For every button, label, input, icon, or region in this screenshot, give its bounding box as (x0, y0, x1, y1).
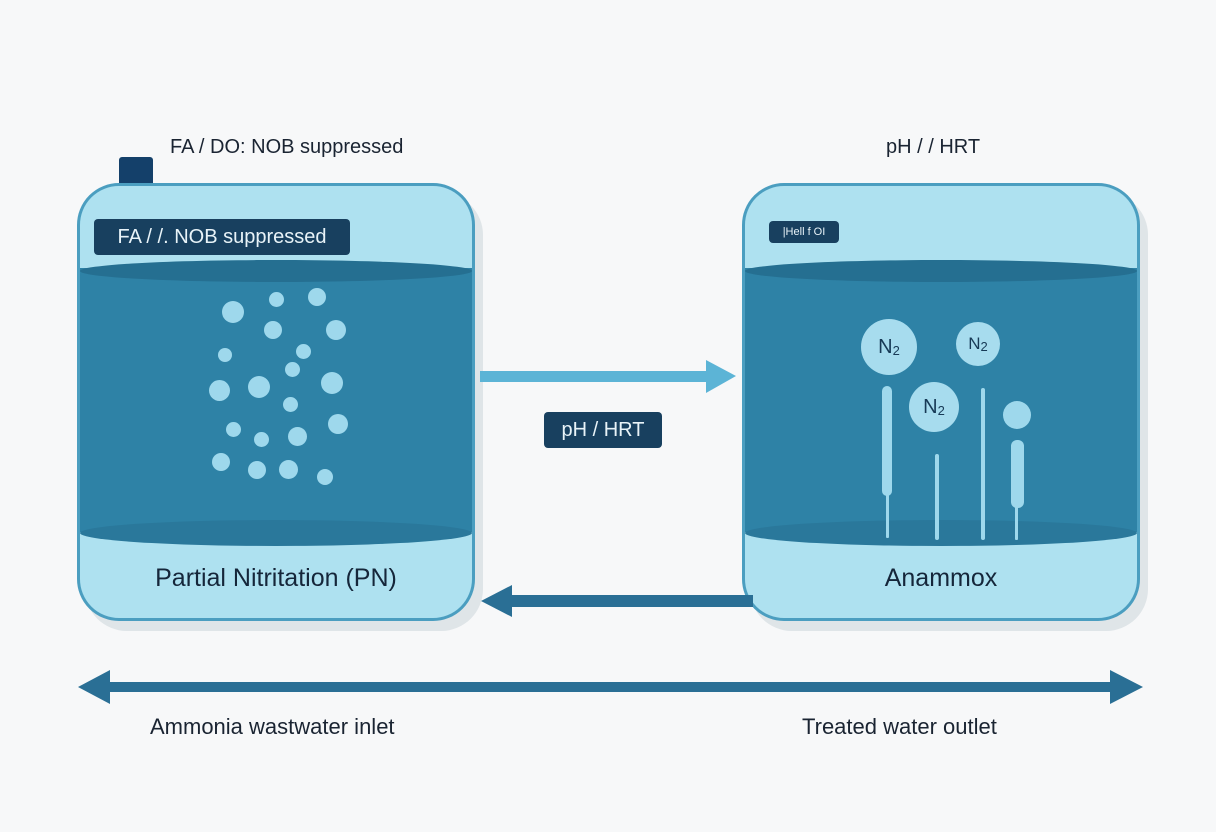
arrow-left-icon (481, 585, 753, 617)
aeration-bubble (248, 376, 270, 398)
anammox-badge: |Hell f OI (769, 221, 839, 243)
gas-stream (1015, 504, 1018, 540)
liquid-surface (80, 260, 472, 282)
aeration-bubble (218, 348, 232, 362)
gas-stream (886, 486, 889, 538)
aeration-bubble (296, 344, 311, 359)
aeration-bubble (283, 397, 298, 412)
aeration-bubble (254, 432, 269, 447)
aeration-bubble (269, 292, 284, 307)
ph-hrt-badge: pH / HRT (544, 412, 662, 448)
nob-suppressed-badge: FA / /. NOB suppressed (94, 219, 350, 255)
gas-stream (981, 388, 985, 540)
aeration-bubble (226, 422, 241, 437)
aeration-bubble (326, 320, 346, 340)
aeration-bubble (212, 453, 230, 471)
n2-subscript: 2 (980, 339, 988, 354)
aeration-bubble (248, 461, 266, 479)
liquid-surface (745, 260, 1137, 282)
n2-subscript: 2 (937, 403, 945, 418)
n2-gas-bubble: N2 (909, 382, 959, 432)
tank-liquid (80, 268, 472, 532)
aeration-bubble (209, 380, 230, 401)
arrow-right-icon (480, 360, 736, 393)
aeration-bubble (321, 372, 343, 394)
aeration-bubble (308, 288, 326, 306)
aeration-bubble (279, 460, 298, 479)
gas-stream (935, 454, 939, 540)
anammox-tank: |Hell f OI N2 N2 N2 Anammox (742, 183, 1140, 621)
aeration-bubble (222, 301, 244, 323)
aeration-bubble (317, 469, 333, 485)
anammox-label: Anammox (884, 564, 998, 592)
liquid-bottom (745, 520, 1137, 546)
n2-gas-bubble: N2 (956, 322, 1000, 366)
aeration-bubble (285, 362, 300, 377)
n2-symbol: N (878, 336, 893, 358)
liquid-bottom (80, 520, 472, 546)
double-arrow-icon (78, 670, 1143, 704)
partial-nitritation-tank: FA / /. NOB suppressed Partial Nitritati… (77, 183, 475, 621)
right-tank-top-label: pH / / HRT (886, 136, 980, 159)
partial-nitritation-label: Partial Nitritation (PN) (155, 564, 397, 592)
n2-subscript: 2 (892, 343, 900, 358)
left-tank-top-label: FA / DO: NOB suppressed (170, 136, 404, 158)
outlet-label: Treated water outlet (802, 714, 997, 739)
aeration-bubble (288, 427, 307, 446)
inlet-label: Ammonia wastwater inlet (150, 714, 395, 739)
right-tank-top-label-text: pH / / HRT (886, 136, 981, 158)
n2-symbol: N (968, 334, 981, 353)
n2-symbol: N (923, 396, 938, 418)
gas-stream (1011, 440, 1024, 508)
gas-bubble (1003, 401, 1031, 429)
aeration-bubble (328, 414, 348, 434)
gas-stream (882, 386, 892, 496)
aeration-bubble (264, 321, 282, 339)
n2-gas-bubble: N2 (861, 319, 917, 375)
